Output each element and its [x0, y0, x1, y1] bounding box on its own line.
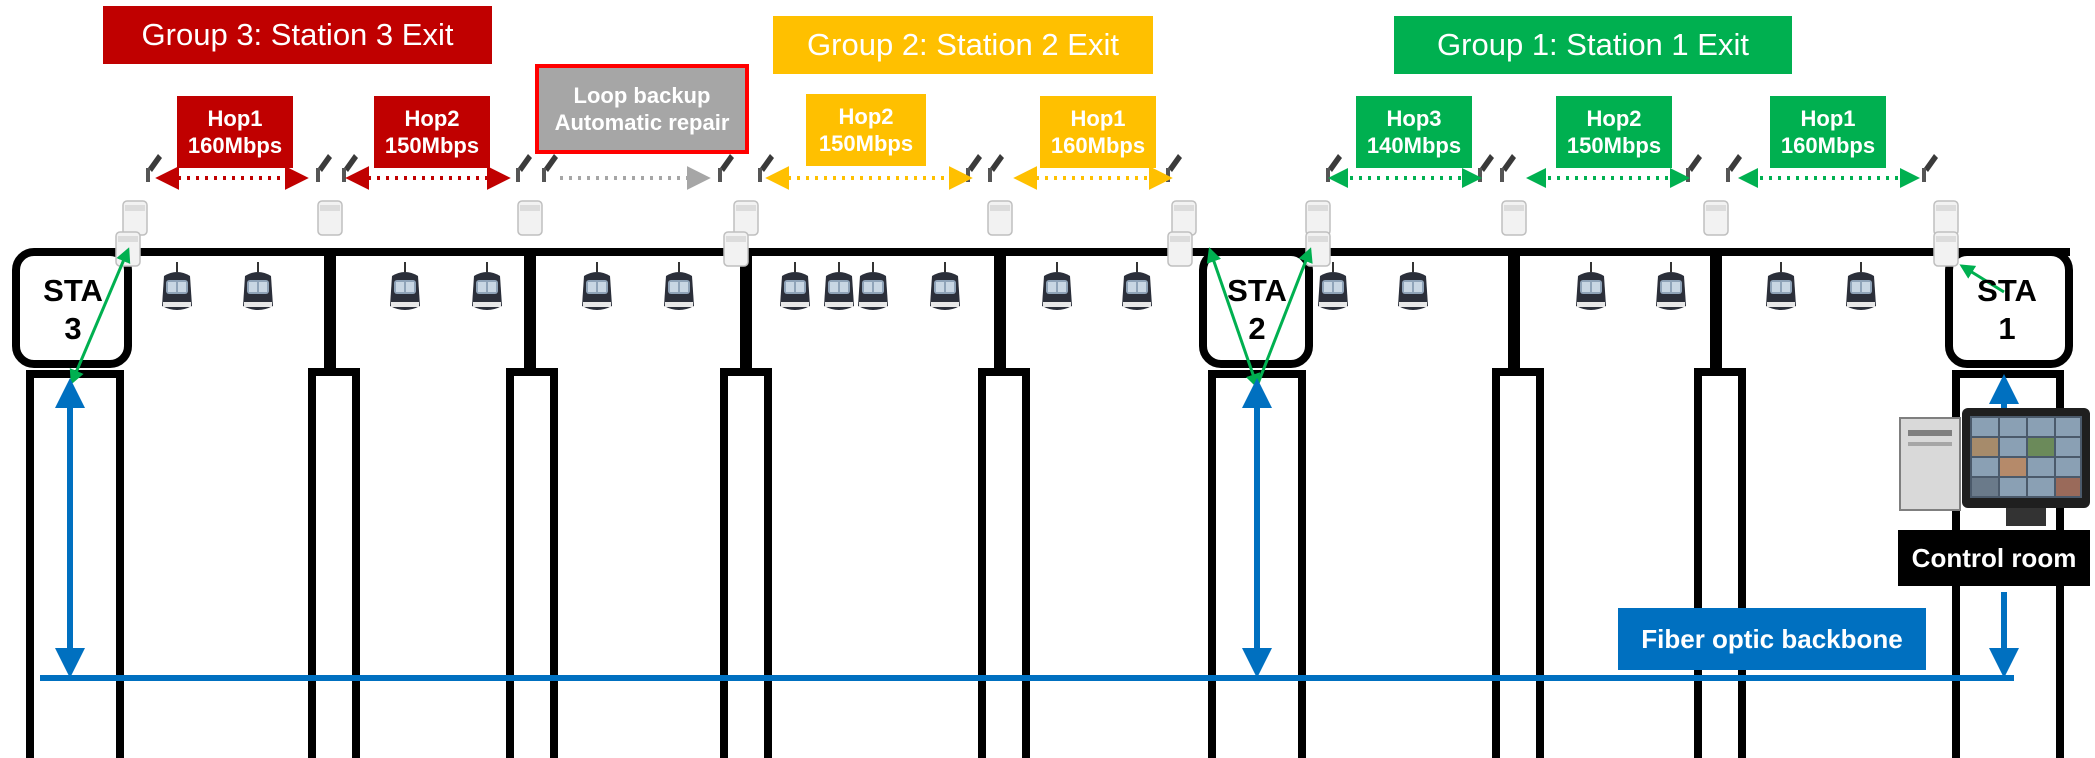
radio-unit-icon [1171, 200, 1197, 236]
radio-unit-icon [987, 200, 1013, 236]
hop-label-g1-hop1: Hop1 160Mbps [1770, 96, 1886, 168]
gondola-icon [390, 262, 420, 310]
gondola-icon [664, 262, 694, 310]
hop-label-g2-hop1: Hop1 160Mbps [1040, 96, 1156, 168]
antenna-icon [316, 154, 332, 182]
gondola-icon [472, 262, 502, 310]
antenna-icon [146, 154, 162, 182]
group-2-title: Group 2: Station 2 Exit [773, 16, 1153, 74]
gondola-icon [1656, 262, 1686, 310]
hop-label-g1-hop2: Hop2 150Mbps [1556, 96, 1672, 168]
radio-unit-icon [733, 200, 759, 236]
hop-bandwidth: 160Mbps [1050, 133, 1146, 158]
tower-base [506, 368, 558, 758]
gondola-icon [824, 262, 854, 310]
station-base [26, 370, 124, 758]
station-label-line2: 3 [64, 311, 82, 346]
antenna-icon [1478, 154, 1494, 182]
loop-backup-line2: Automatic repair [554, 110, 730, 135]
radio-unit-icon [723, 231, 749, 267]
radio-unit-icon [1305, 231, 1331, 267]
tower-base [1492, 368, 1544, 758]
antenna-icon [1686, 154, 1702, 182]
gondola-icon [162, 262, 192, 310]
control-room-equipment [1899, 408, 2090, 526]
radio-unit-icon [1933, 231, 1959, 267]
station-uplinks [69, 247, 2005, 389]
station-label-line1: STA [43, 273, 103, 308]
antenna-icon [542, 154, 558, 182]
hop-name: Hop3 [1386, 106, 1442, 131]
hop-bandwidth: 150Mbps [1566, 133, 1662, 158]
station-label-line2: 2 [1248, 311, 1266, 346]
hop-bandwidth: 150Mbps [384, 133, 480, 158]
hop-bandwidth: 150Mbps [818, 131, 914, 156]
control-room-label: Control room [1898, 530, 2090, 586]
radio-unit-icon [115, 231, 141, 267]
antenna-icon [1500, 154, 1516, 182]
pillars [26, 252, 2064, 758]
tower-base [978, 368, 1030, 758]
radio-unit-icon [317, 200, 343, 236]
gondola-icon [1398, 262, 1428, 310]
station-1-label: STA 1 [1964, 272, 2050, 348]
radio-unit-icon [517, 200, 543, 236]
gondola-icon [1846, 262, 1876, 310]
radio-unit-icon [1703, 200, 1729, 236]
gondola-icon [1576, 262, 1606, 310]
antenna-icon [1922, 154, 1938, 182]
radio-unit-icon [1933, 200, 1959, 236]
antenna-icon [1166, 154, 1182, 182]
gondola-icon [858, 262, 888, 310]
antenna-icon [516, 154, 532, 182]
antenna-icon [966, 154, 982, 182]
hop-name: Hop2 [1586, 106, 1642, 131]
hop-name: Hop1 [207, 106, 263, 131]
station-label-line1: STA [1227, 273, 1287, 308]
tower-base [1694, 368, 1746, 758]
hop-bandwidth: 160Mbps [187, 133, 283, 158]
loop-backup-line1: Loop backup [573, 83, 711, 108]
hop-label-g3-hop1: Hop1 160Mbps [177, 96, 293, 168]
tower-base [720, 368, 772, 758]
gondola-icon [1318, 262, 1348, 310]
antenna-icon [718, 154, 734, 182]
station-1-box [1945, 248, 2073, 368]
hop-label-g2-hop2: Hop2 150Mbps [806, 94, 926, 166]
hop-label-g3-hop2: Hop2 150Mbps [374, 96, 490, 168]
hop-label-g1-hop3: Hop3 140Mbps [1356, 96, 1472, 168]
hop-bandwidth: 140Mbps [1366, 133, 1462, 158]
radio-unit-icon [1501, 200, 1527, 236]
fiber-backbone [40, 374, 2019, 681]
hop-name: Hop2 [838, 104, 894, 129]
gondola-icon [1766, 262, 1796, 310]
hop-name: Hop1 [1800, 106, 1856, 131]
station-label-line1: STA [1977, 273, 2037, 308]
gondola-icon [780, 262, 810, 310]
group-1-title: Group 1: Station 1 Exit [1394, 16, 1792, 74]
group-3-title: Group 3: Station 3 Exit [103, 6, 492, 64]
loop-backup-label: Loop backup Automatic repair [535, 64, 749, 154]
radio-unit-icon [1305, 200, 1331, 236]
gondola-icon [243, 262, 273, 310]
station-label-line2: 1 [1998, 311, 2016, 346]
station-3-label: STA 3 [30, 272, 116, 348]
hop-name: Hop2 [404, 106, 460, 131]
radio-unit-icon [1167, 231, 1193, 267]
gondola-icon [1042, 262, 1072, 310]
station-2-label: STA 2 [1214, 272, 1300, 348]
hop-bandwidth: 160Mbps [1780, 133, 1876, 158]
antenna-icon [988, 154, 1004, 182]
hop-name: Hop1 [1070, 106, 1126, 131]
radio-unit-icon [122, 200, 148, 236]
gondola-icon [582, 262, 612, 310]
fiber-backbone-label: Fiber optic backbone [1618, 608, 1926, 670]
tower-base [308, 368, 360, 758]
antenna-icon [1726, 154, 1742, 182]
gondola-icon [930, 262, 960, 310]
gondola-icon [1122, 262, 1152, 310]
gondolas [162, 262, 1876, 310]
